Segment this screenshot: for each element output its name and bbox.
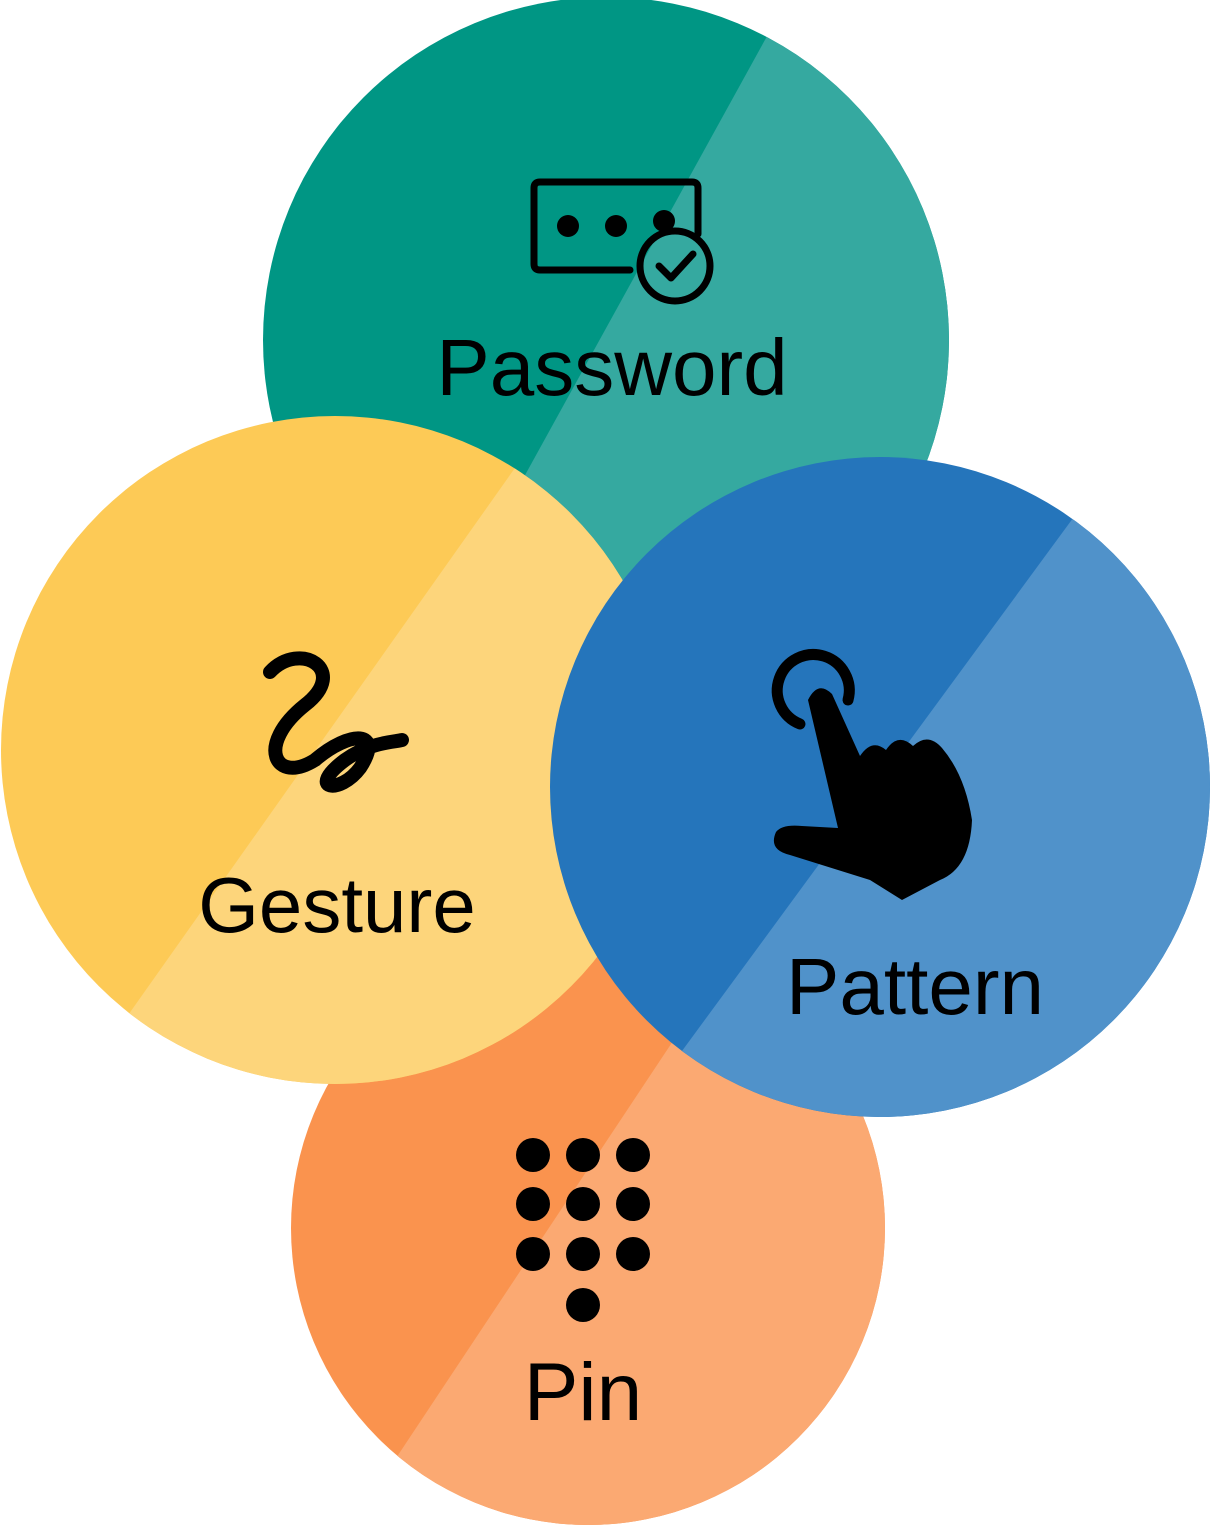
password-label: Password — [436, 323, 787, 412]
keypad-icon — [516, 1138, 650, 1322]
squiggle-gesture-icon — [263, 651, 409, 793]
pattern-label: Pattern — [786, 942, 1044, 1031]
password-check-icon — [530, 178, 714, 305]
tap-hand-icon — [771, 649, 972, 900]
gesture-label: Gesture — [198, 861, 475, 949]
pin-label: Pin — [524, 1347, 643, 1438]
